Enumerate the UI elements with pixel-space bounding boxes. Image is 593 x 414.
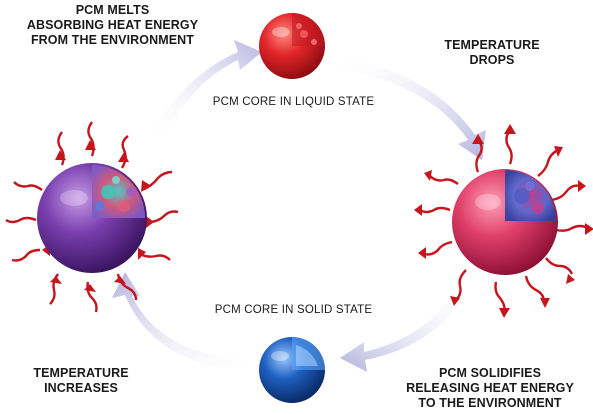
arrow-left-to-top — [150, 40, 262, 140]
temperature-increases-line-1: TEMPERATURE — [33, 366, 129, 380]
solid-pcm-sphere — [259, 337, 325, 403]
solidifying-label-line-2: RELEASING HEAT ENERGY — [406, 381, 574, 395]
cycle-arrows — [112, 40, 486, 372]
melting-label-line-1: PCM MELTS — [75, 3, 150, 17]
temperature-increases-line-2: INCREASES — [44, 381, 118, 395]
temperature-drops-line-2: DROPS — [469, 53, 515, 67]
heat-absorbing-sphere — [5, 121, 179, 313]
liquid-core-label: PCM CORE IN LIQUID STATE — [212, 96, 375, 108]
outgoing-heat-arrows — [419, 129, 589, 313]
arrow-right-to-bottom — [340, 282, 470, 372]
temperature-increases-label: TEMPERATURE INCREASES — [16, 366, 146, 396]
liquid-pcm-sphere — [259, 13, 325, 79]
melting-label-line-3: FROM THE ENVIRONMENT — [30, 33, 195, 47]
arrow-top-to-right — [330, 55, 486, 160]
solidifying-label-line-1: PCM SOLIDIFIES — [438, 366, 542, 380]
arrow-bottom-to-left — [112, 272, 258, 372]
solid-core-label: PCM CORE IN SOLID STATE — [214, 304, 373, 316]
solidifying-label-line-3: TO THE ENVIRONMENT — [418, 396, 562, 410]
melting-label-line-2: ABSORBING HEAT ENERGY — [26, 18, 199, 32]
temperature-drops-label: TEMPERATURE DROPS — [432, 38, 552, 68]
solidifying-label: PCM SOLIDIFIES RELEASING HEAT ENERGY TO … — [390, 366, 590, 411]
heat-releasing-sphere — [414, 124, 593, 318]
melting-label: PCM MELTS ABSORBING HEAT ENERGY FROM THE… — [10, 3, 215, 48]
temperature-drops-line-1: TEMPERATURE — [444, 38, 540, 52]
